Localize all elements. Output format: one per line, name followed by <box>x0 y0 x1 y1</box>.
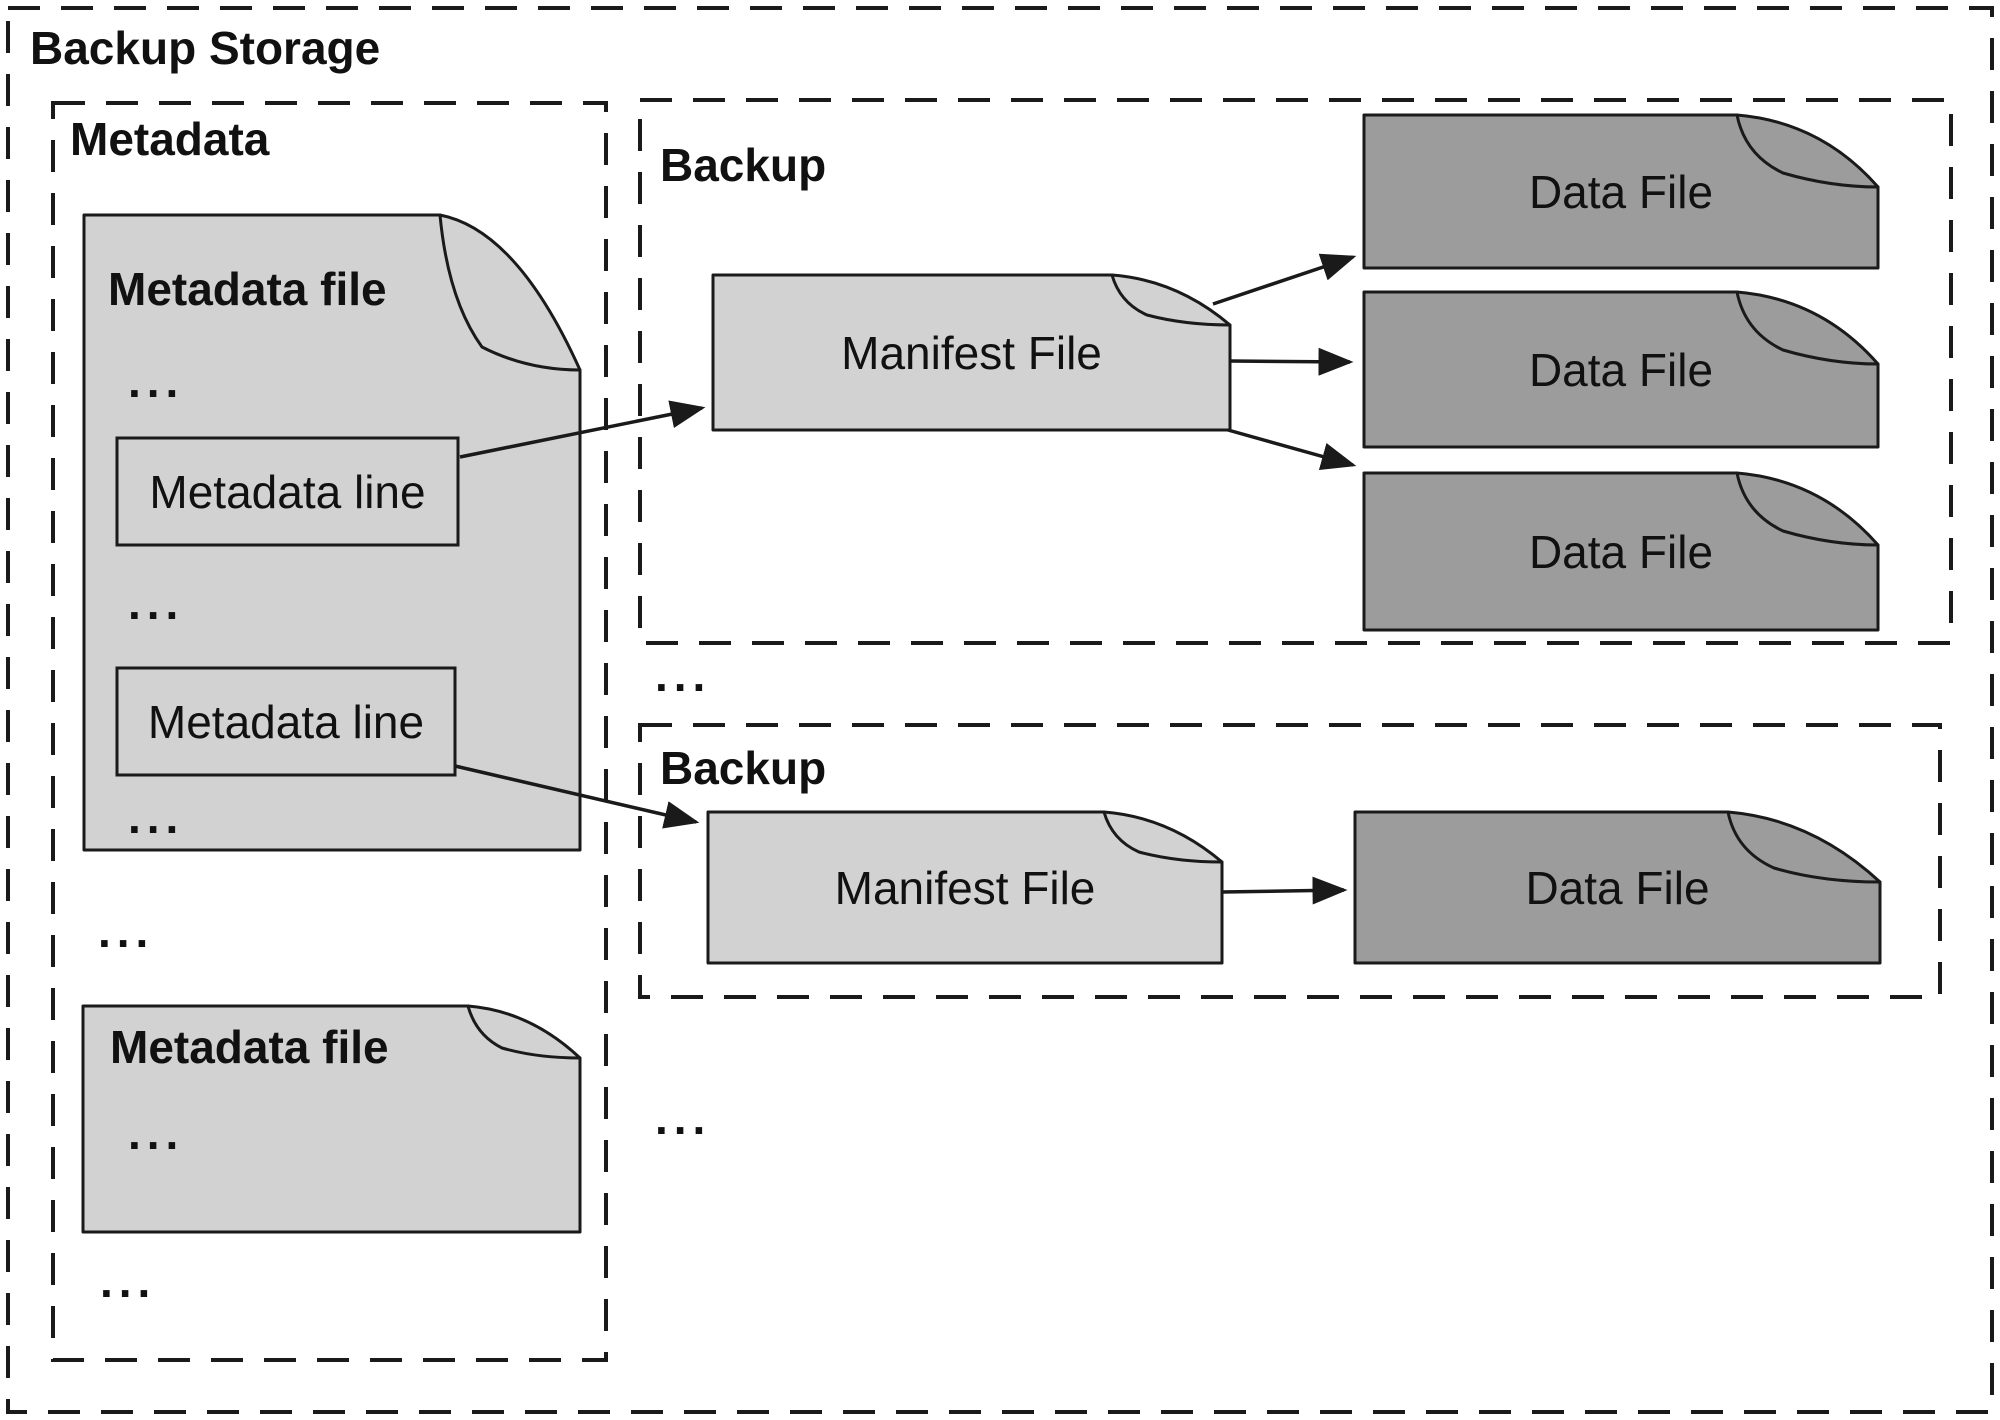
page-title: Backup Storage <box>30 22 381 74</box>
metadata-line-2-box <box>115 666 457 777</box>
backup-1-section-label: Backup <box>660 139 827 191</box>
data-file-1-folded-corner-icon <box>1735 113 1880 189</box>
arrow-manifest-1-to-data-file-1 <box>1212 253 1357 306</box>
data-file-1-label: Data File <box>1528 165 1714 218</box>
metadata-file-2-folded-corner-icon <box>466 1004 582 1060</box>
data-file-3-folded-corner-icon <box>1735 471 1880 547</box>
ellipsis: ... <box>128 791 185 843</box>
backup-1-container-border <box>638 98 1953 645</box>
manifest-file-1-label: Manifest File <box>841 326 1102 379</box>
manifest-file-1-folded-corner-icon <box>1110 273 1232 327</box>
ellipsis: ... <box>98 905 155 957</box>
ellipsis: ... <box>128 355 185 407</box>
arrow-metadata-line-2-to-manifest-2 <box>454 764 700 829</box>
ellipsis: ... <box>655 1092 712 1144</box>
backup-2-container-border <box>638 723 1942 999</box>
manifest-file-2-folded-corner-icon <box>1102 810 1224 864</box>
metadata-line-1-box <box>115 436 460 547</box>
data-file-2-label: Data File <box>1528 343 1714 396</box>
metadata-line-1-label: Metadata line <box>149 465 426 518</box>
metadata-file-1-folded-corner-icon <box>438 213 582 372</box>
metadata-container-border <box>51 101 608 1362</box>
metadata-section-label: Metadata <box>70 113 270 165</box>
ellipsis: ... <box>655 649 712 701</box>
data-file-4-folded-corner-icon <box>1726 810 1882 884</box>
backup-2-section-label: Backup <box>660 742 827 794</box>
arrow-manifest-1-to-data-file-3 <box>1227 428 1357 470</box>
data-file-3-label: Data File <box>1528 525 1714 578</box>
manifest-file-2-label: Manifest File <box>834 861 1096 914</box>
ellipsis: ... <box>128 577 185 629</box>
metadata-file-1-title: Metadata file <box>108 263 387 315</box>
data-file-4-label: Data File <box>1525 861 1710 914</box>
arrow-manifest-2-to-data-file-4 <box>1221 876 1348 905</box>
arrow-metadata-line-1-to-manifest-1 <box>459 400 706 459</box>
metadata-file-2-title: Metadata file <box>110 1021 389 1073</box>
ellipsis: ... <box>100 1255 157 1307</box>
arrow-manifest-1-to-data-file-2 <box>1229 347 1354 376</box>
data-file-2-folded-corner-icon <box>1735 290 1880 366</box>
backup-storage-container-border <box>6 6 1994 1414</box>
ellipsis: ... <box>128 1107 185 1159</box>
metadata-line-2-label: Metadata line <box>147 695 425 748</box>
